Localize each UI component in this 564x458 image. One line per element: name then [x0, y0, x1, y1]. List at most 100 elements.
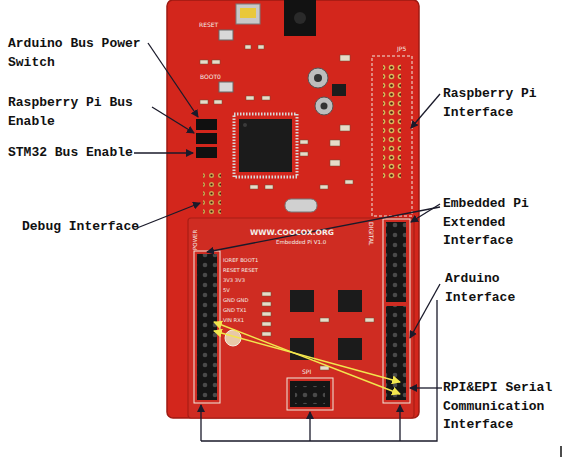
leader-line	[134, 152, 193, 153]
smd-component	[250, 185, 258, 189]
pin-label: IOREF BOOT1	[223, 258, 258, 263]
mcu-chip	[234, 114, 297, 177]
pcb	[167, 0, 419, 418]
pin-label: 3V3 3V3	[223, 278, 245, 283]
pin-label: RESET RESET	[223, 268, 258, 273]
callout-label: Raspberry Pi Bus Enable	[8, 94, 160, 131]
crystal	[285, 199, 317, 212]
smd-component	[320, 318, 329, 322]
silkscreen-text: POWER	[193, 230, 199, 250]
spi-header	[287, 378, 333, 410]
smd-component	[262, 312, 271, 316]
smd-component	[262, 292, 271, 296]
silkscreen-text: Embedded Pi V1.0	[276, 240, 326, 246]
smd-component	[300, 152, 308, 156]
capacitor	[308, 68, 328, 88]
arduino-header	[197, 254, 217, 400]
spi-header	[287, 378, 333, 410]
smd-component	[262, 292, 374, 370]
spi-header	[295, 386, 325, 404]
arduino-header	[194, 219, 410, 403]
jumper	[196, 119, 217, 130]
callout-label: Arduino Bus Power Switch	[8, 35, 160, 72]
spi-header	[290, 381, 330, 407]
smd-component	[262, 322, 271, 326]
dc-jack	[284, 0, 316, 36]
serial-arrow	[214, 322, 400, 394]
smd-component	[214, 100, 222, 104]
leader-line	[152, 107, 194, 133]
smd-component	[246, 96, 254, 100]
smd-component	[345, 180, 353, 184]
smd-component	[265, 185, 273, 189]
usb-connector	[236, 4, 260, 24]
regulator	[332, 84, 346, 96]
smd-component	[330, 140, 340, 146]
leader-line	[399, 405, 400, 441]
ic-chip	[338, 338, 362, 360]
leader-line	[411, 94, 440, 128]
leader-line	[201, 300, 437, 441]
silkscreen-text: BOOT0	[200, 74, 221, 80]
leader-line	[134, 43, 442, 441]
arduino-header	[386, 306, 406, 400]
callout-label: STM32 Bus Enable	[8, 144, 160, 163]
debug-header	[203, 172, 221, 217]
push-button	[219, 30, 233, 40]
jumper	[196, 133, 217, 144]
ic-chip	[290, 290, 314, 312]
capacitor	[314, 74, 322, 82]
arduino-header	[386, 222, 406, 302]
usb-connector	[236, 4, 260, 24]
callout-label: RPI&EPI Serial Communication Interface	[443, 379, 561, 435]
edge-mark	[561, 446, 562, 457]
ic-chip	[290, 290, 362, 360]
raspberry-pi-header	[383, 62, 401, 179]
smd-component	[200, 45, 353, 189]
regulator	[332, 84, 346, 96]
leader-line	[148, 43, 198, 117]
debug-header	[203, 172, 221, 217]
raspberry-pi-header	[372, 56, 412, 216]
pin-label: GND TX1	[223, 308, 247, 313]
arduino-header	[383, 219, 410, 403]
mcu-chip	[234, 114, 297, 177]
smd-component	[258, 45, 264, 49]
mcu-chip	[243, 123, 247, 127]
jumper	[196, 147, 217, 158]
smd-component	[300, 140, 308, 144]
smd-component	[212, 60, 220, 64]
silkscreen-text: DIGITAL	[368, 222, 374, 245]
pcb	[188, 218, 414, 418]
capacitor	[321, 103, 328, 110]
usb-connector	[240, 8, 256, 18]
pin-label: 5V	[223, 288, 230, 293]
leader-line	[410, 284, 440, 338]
smd-component	[330, 160, 340, 166]
callout-label: Debug Interface	[22, 218, 162, 237]
callout-label: Raspberry Pi Interface	[443, 85, 561, 122]
leader-line	[309, 412, 310, 441]
jumper	[196, 119, 217, 158]
callout-label: Arduino Interface	[445, 270, 561, 307]
push-button	[219, 82, 233, 92]
raspberry-pi-header	[372, 56, 412, 216]
smd-component	[320, 185, 328, 189]
pin-label: VIN RX1	[223, 318, 244, 323]
leader-line	[200, 405, 201, 441]
silkscreen-text: WWW.COOCOX.ORG	[250, 229, 334, 237]
crystal	[285, 199, 317, 212]
push-button	[219, 30, 233, 92]
leader-line	[137, 203, 200, 228]
leader-line	[411, 204, 440, 222]
leader-line	[207, 207, 440, 252]
silkscreen-text: SPI	[302, 369, 311, 375]
capacitor	[315, 97, 333, 115]
edge-mark	[560, 446, 562, 457]
silkscreen-text: JP5	[397, 46, 406, 52]
arduino-header	[194, 251, 220, 403]
smd-component	[200, 60, 208, 64]
smd-component	[365, 318, 374, 322]
smd-component	[340, 125, 350, 131]
